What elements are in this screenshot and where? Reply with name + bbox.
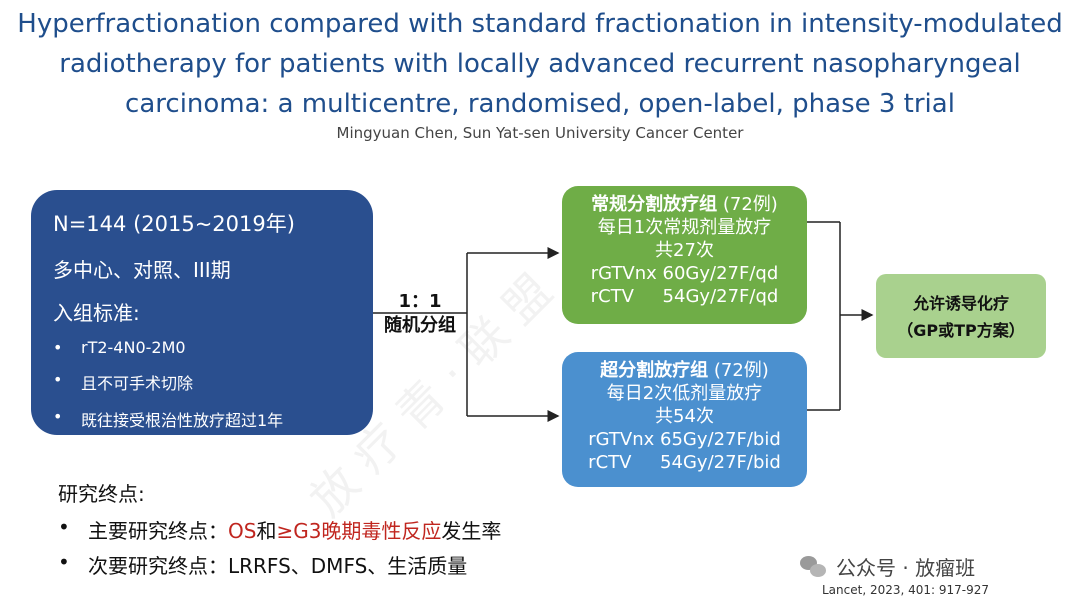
primary-endpoint-toxicity: ≥G3晚期毒性反应 <box>276 519 442 543</box>
title-line-1: Hyperfractionation compared with standar… <box>17 9 1063 39</box>
primary-endpoint-and: 和 <box>256 519 277 543</box>
primary-endpoint-prefix: 主要研究终点： <box>88 519 228 543</box>
hyper-ctv-dose: rCTV 54Gy/27F/bid <box>588 452 781 473</box>
hyperfractionation-box: 超分割放疗组 (72例) 每日2次低剂量放疗 共54次 rGTVnx 65Gy/… <box>562 352 807 487</box>
author-line: Mingyuan Chen, Sun Yat-sen University Ca… <box>336 124 744 142</box>
criteria-item: 且不可手术切除 <box>53 370 373 394</box>
endpoints-heading: 研究终点: <box>58 482 145 506</box>
standard-gtv-dose: rGTVnx 60Gy/27F/qd <box>590 263 779 284</box>
randomization-text: 随机分组 <box>384 315 456 336</box>
criteria-item: rT2-4N0-2M0 <box>53 338 373 357</box>
randomization-label: 1：1 随机分组 <box>375 290 465 338</box>
randomization-ratio: 1：1 <box>398 291 442 312</box>
hyper-fractions: 共54次 <box>655 406 714 427</box>
title-line-3: carcinoma: a multicentre, randomised, op… <box>125 89 955 119</box>
induction-regimen: （GP或TP方案） <box>897 321 1025 340</box>
sample-size: N=144 (2015~2019年) <box>53 212 295 236</box>
induction-chemo-box: 允许诱导化疗 （GP或TP方案） <box>876 274 1046 358</box>
primary-endpoint-os: OS <box>228 519 257 543</box>
hyper-schedule: 每日2次低剂量放疗 <box>606 383 763 404</box>
wechat-watermark: 公众号 · 放瘤班 <box>800 552 975 581</box>
study-design: 多中心、对照、III期 <box>53 258 231 282</box>
criteria-list: rT2-4N0-2M0 且不可手术切除 既往接受根治性放疗超过1年 <box>53 338 373 431</box>
criteria-item: 既往接受根治性放疗超过1年 <box>53 407 373 431</box>
standard-fractions: 共27次 <box>655 240 714 261</box>
wechat-icon <box>800 555 828 578</box>
standard-group-name: 常规分割放疗组 <box>591 194 718 215</box>
primary-endpoint: 主要研究终点：OS和≥G3晚期毒性反应发生率 <box>58 515 501 544</box>
wechat-label: 公众号 · 放瘤班 <box>836 556 976 580</box>
induction-text: 允许诱导化疗 <box>912 294 1009 313</box>
standard-ctv-dose: rCTV 54Gy/27F/qd <box>590 286 779 307</box>
secondary-endpoint: 次要研究终点：LRRFS、DMFS、生活质量 <box>58 550 501 579</box>
citation: Lancet, 2023, 401: 917-927 <box>822 583 990 597</box>
primary-endpoint-suffix: 发生率 <box>441 519 502 543</box>
page-title: Hyperfractionation compared with standar… <box>0 4 1080 124</box>
title-line-2: radiotherapy for patients with locally a… <box>59 49 1021 79</box>
criteria-label: 入组标准: <box>53 301 140 325</box>
endpoints-section: 研究终点: 主要研究终点：OS和≥G3晚期毒性反应发生率 次要研究终点：LRRF… <box>58 478 501 585</box>
standard-group-count: (72例) <box>717 194 778 215</box>
hyper-group-name: 超分割放疗组 <box>600 360 709 381</box>
standard-fractionation-box: 常规分割放疗组 (72例) 每日1次常规剂量放疗 共27次 rGTVnx 60G… <box>562 186 807 324</box>
population-box: N=144 (2015~2019年) 多中心、对照、III期 入组标准: rT2… <box>31 190 373 435</box>
hyper-gtv-dose: rGTVnx 65Gy/27F/bid <box>588 429 781 450</box>
hyper-group-count: (72例) <box>708 360 769 381</box>
standard-schedule: 每日1次常规剂量放疗 <box>597 217 772 238</box>
